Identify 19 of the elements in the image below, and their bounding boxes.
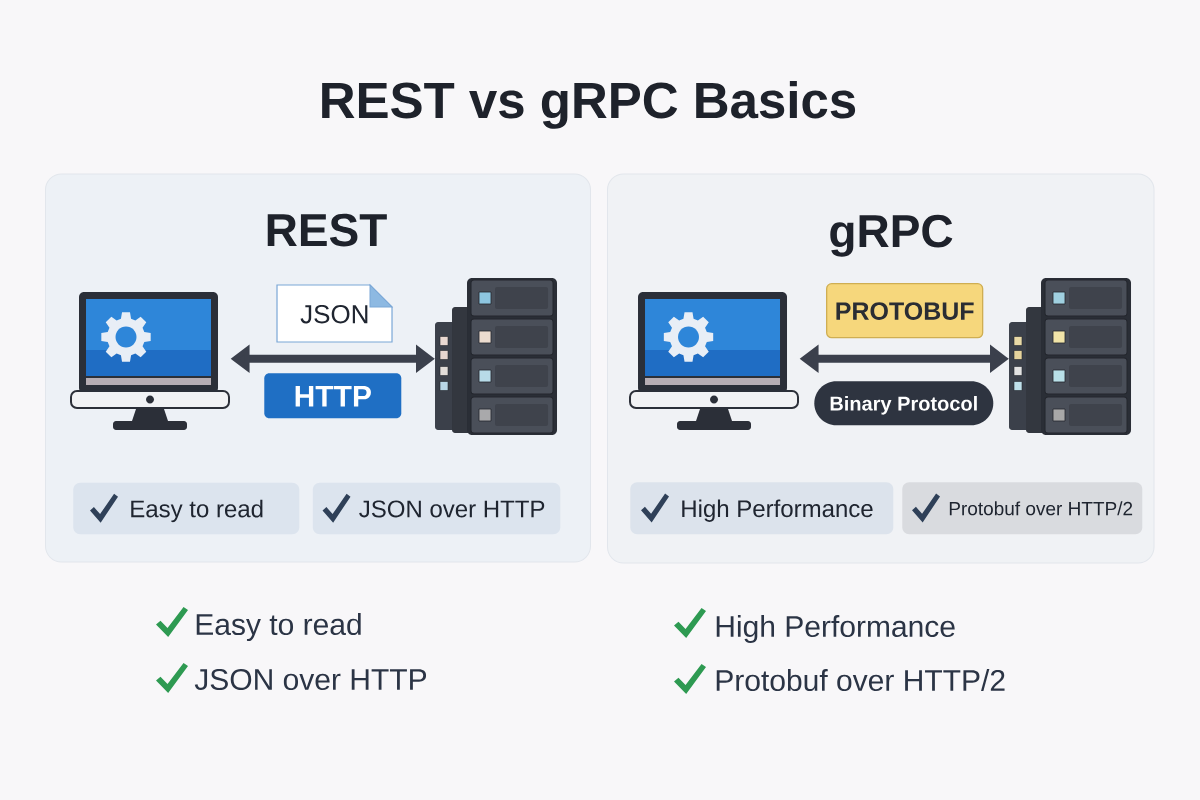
list-item: High Performance <box>716 615 955 644</box>
feature-tag: Protobuf over HTTP/2 <box>902 482 1143 535</box>
list-item: Protobuf over HTTP/2 <box>716 669 1005 692</box>
feature-tag: JSON over HTTP <box>312 482 561 535</box>
list-item: JSON over HTTP <box>194 668 427 691</box>
computer-drawing <box>70 292 230 430</box>
list-item: Easy to read <box>196 613 361 642</box>
computer-drawing <box>629 292 799 430</box>
server-rack-drawing <box>435 278 557 435</box>
feature-tag: Easy to read <box>73 482 300 535</box>
document-box: JSON <box>276 284 393 343</box>
label-box: PROTOBUF <box>826 283 984 339</box>
badge: HTTP <box>264 373 402 419</box>
panel-heading: REST <box>267 213 387 247</box>
server-rack-drawing <box>1009 278 1131 435</box>
panel-heading: gRPC <box>830 214 953 257</box>
title: REST vs gRPC Basics <box>322 81 856 129</box>
feature-tag: High Performance <box>630 482 894 535</box>
pill-badge: Binary Protocol <box>814 381 994 426</box>
